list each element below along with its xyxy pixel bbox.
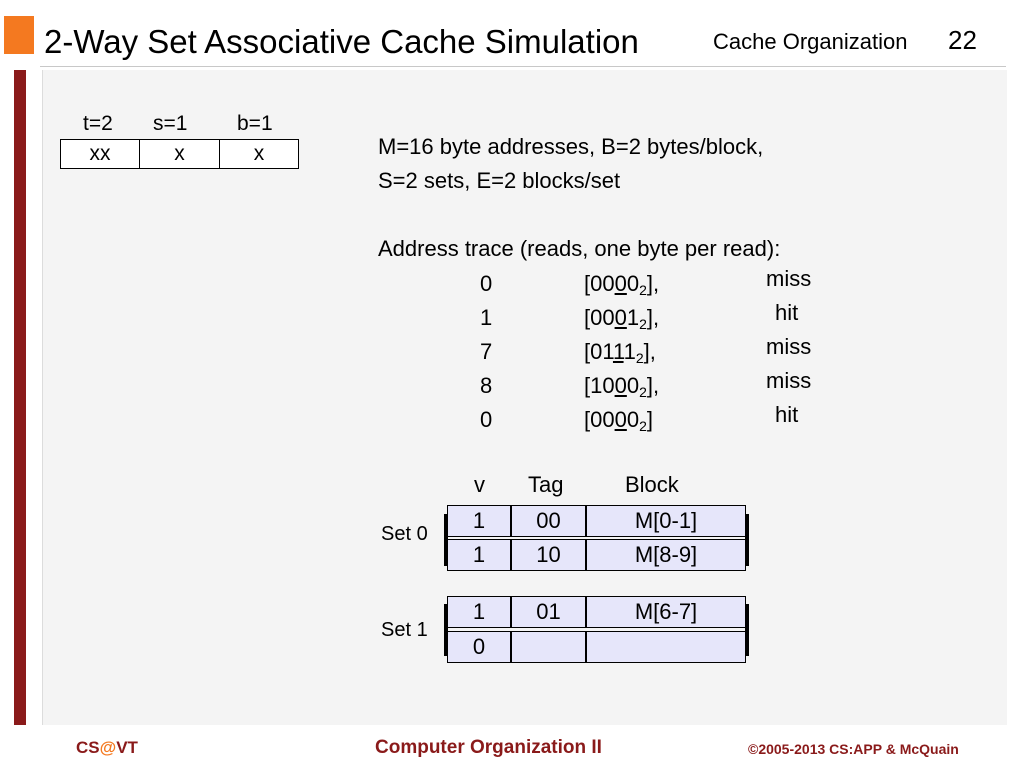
- tag-bits-label: t=2: [83, 112, 113, 135]
- tag-cell: 01: [511, 596, 586, 628]
- block-column-header: Block: [625, 472, 679, 497]
- set-label: Set 1: [381, 619, 428, 641]
- slide-number: 22: [948, 25, 977, 55]
- trace-binary: [00012],: [584, 305, 660, 332]
- footer-course-title: Computer Organization II: [375, 737, 602, 758]
- set-right-bracket: [745, 604, 749, 656]
- tag-column-header: Tag: [528, 472, 564, 497]
- block-cell: [586, 631, 746, 663]
- tag-cell: [511, 631, 586, 663]
- trace-title: Address trace (reads, one byte per read)…: [378, 236, 781, 261]
- set-left-bracket: [444, 514, 448, 566]
- params-line-1: M=16 byte addresses, B=2 bytes/block,: [378, 134, 764, 159]
- trace-result: miss: [766, 334, 812, 359]
- trace-binary: [00002]: [584, 407, 654, 434]
- trace-address: 0: [480, 271, 493, 296]
- slide-title: 2-Way Set Associative Cache Simulation: [44, 23, 639, 60]
- valid-bit-cell: 1: [447, 539, 511, 571]
- tag-cell: 10: [511, 539, 586, 571]
- set-right-bracket: [745, 514, 749, 566]
- trace-result: hit: [775, 300, 799, 325]
- tag-field-box: xx: [60, 139, 140, 169]
- header-divider: [40, 66, 1006, 67]
- trace-binary: [10002],: [584, 373, 660, 400]
- trace-address: 7: [480, 339, 493, 364]
- set-left-bracket: [444, 604, 448, 656]
- trace-address: 1: [480, 305, 493, 330]
- offset-bits-label: b=1: [237, 112, 273, 135]
- trace-result: miss: [766, 368, 812, 393]
- offset-field-box: x: [219, 139, 299, 169]
- block-cell: M[8-9]: [586, 539, 746, 571]
- valid-column-header: v: [474, 472, 485, 497]
- set-bits-label: s=1: [153, 112, 188, 135]
- valid-bit-cell: 1: [447, 596, 511, 628]
- trace-result: hit: [775, 402, 799, 427]
- block-cell: M[6-7]: [586, 596, 746, 628]
- trace-binary: [00002],: [584, 271, 660, 298]
- trace-result: miss: [766, 266, 812, 291]
- left-accent-bar: [14, 70, 26, 725]
- params-line-2: S=2 sets, E=2 blocks/set: [378, 168, 621, 193]
- block-cell: M[0-1]: [586, 505, 746, 537]
- valid-bit-cell: 1: [447, 505, 511, 537]
- set-label: Set 0: [381, 523, 428, 545]
- title-accent-square: [4, 16, 34, 54]
- footer-course-tag: CS@VT: [76, 738, 138, 757]
- tag-cell: 00: [511, 505, 586, 537]
- trace-address: 8: [480, 373, 493, 398]
- trace-address: 0: [480, 407, 493, 432]
- valid-bit-cell: 0: [447, 631, 511, 663]
- set-field-box: x: [139, 139, 220, 169]
- footer-copyright: ©2005-2013 CS:APP & McQuain: [748, 741, 959, 757]
- trace-binary: [01112],: [584, 339, 656, 366]
- section-name: Cache Organization: [713, 29, 908, 54]
